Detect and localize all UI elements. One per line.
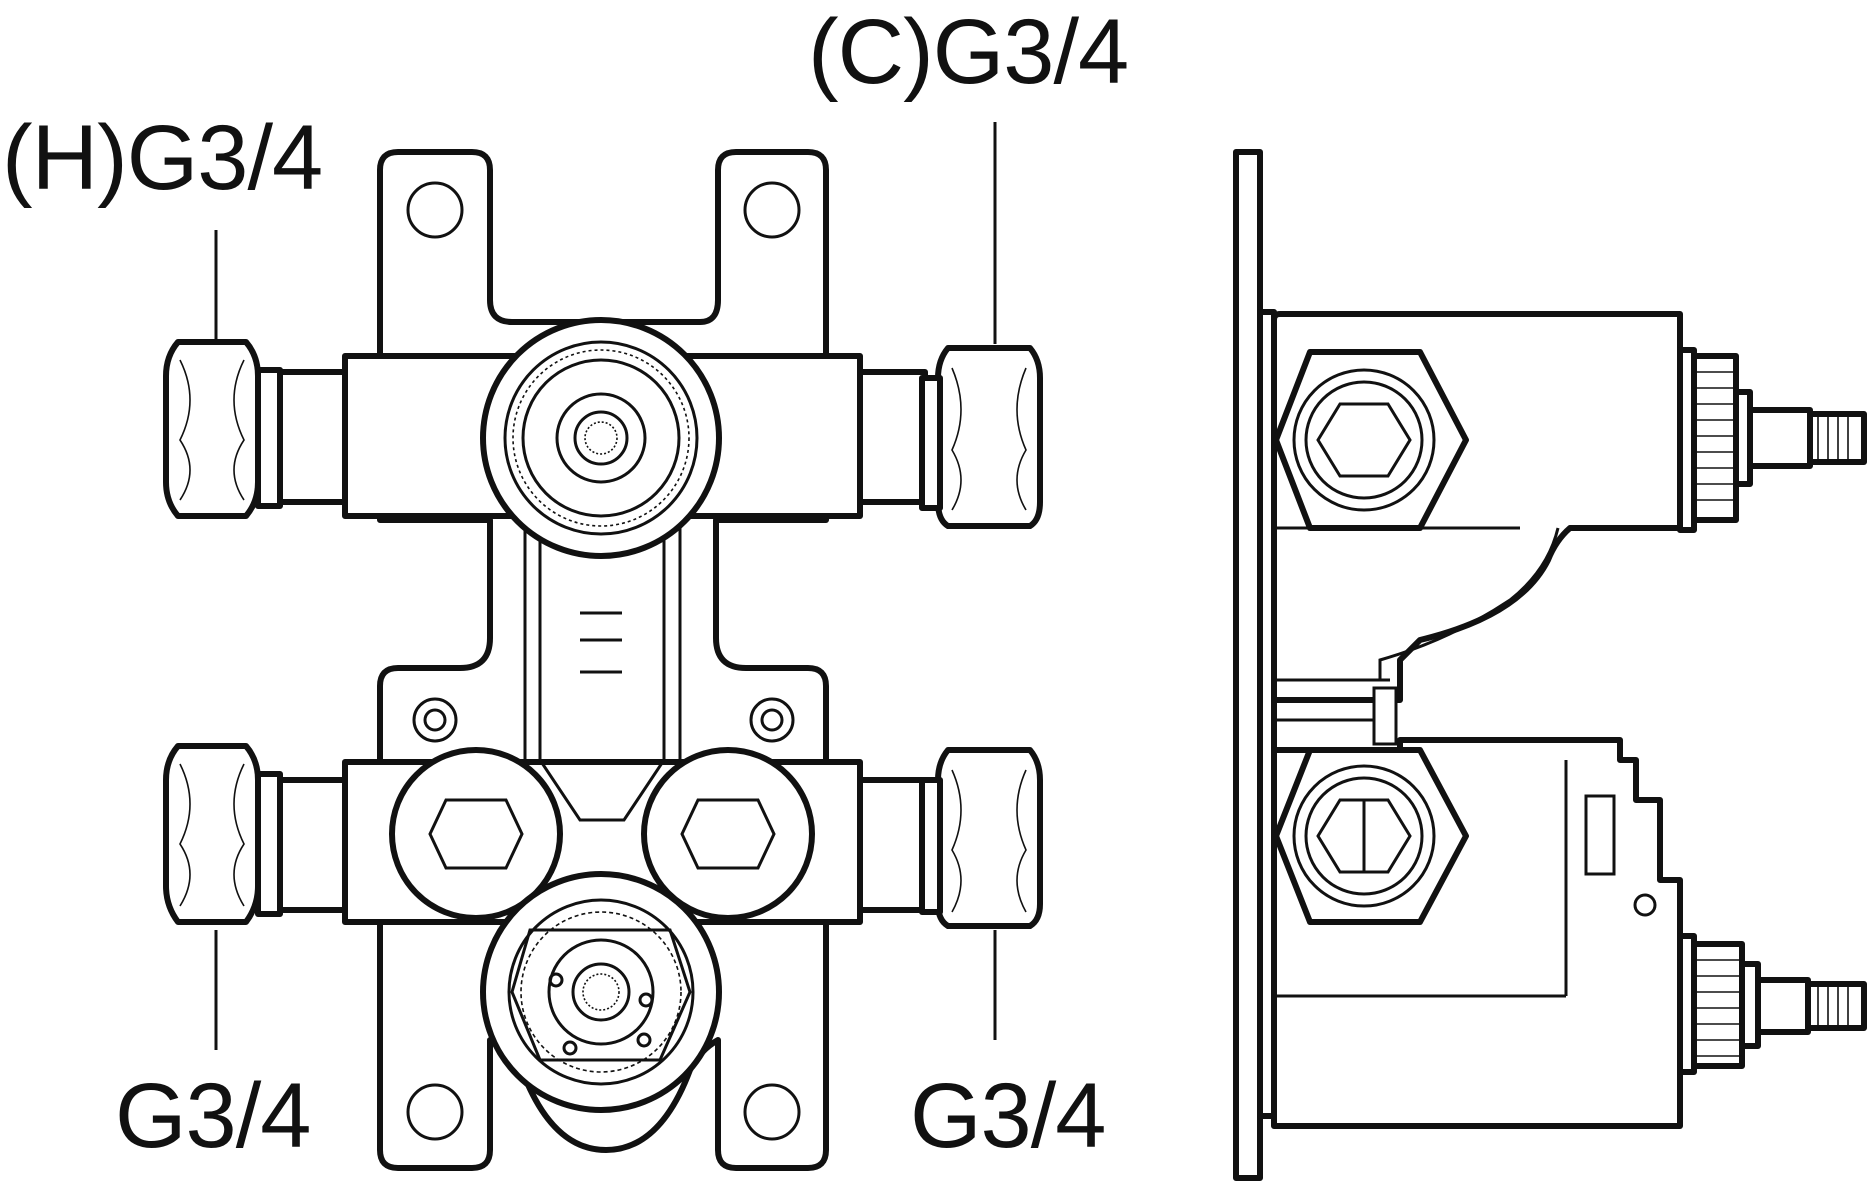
lower-cartridge-stem <box>571 962 631 1022</box>
upper-cartridge-housing <box>480 317 722 559</box>
lower-cartridge-screw <box>548 972 564 988</box>
side-clip <box>1372 686 1398 746</box>
label-outlet-right: G3/4 <box>910 1065 1106 1167</box>
lower-cartridge-housing <box>480 871 722 1113</box>
nut-hot-inlet <box>163 339 261 519</box>
lower-cartridge-splines <box>582 973 620 1011</box>
side-hot-nut-hex <box>1316 402 1412 478</box>
boss-left <box>389 747 563 921</box>
boss-right-hex <box>680 798 776 870</box>
side-upper-spline <box>1807 411 1867 465</box>
lower-cartridge-ring <box>507 898 695 1086</box>
upper-cartridge-hub <box>555 392 647 484</box>
mounting-hole-top-left <box>406 181 464 239</box>
side-hot-nut-inner <box>1304 380 1424 500</box>
boss-left-hex <box>428 798 524 870</box>
bolt-left <box>412 697 458 743</box>
nut-neck-outlet-left <box>255 771 283 917</box>
nut-neck-hot <box>255 367 283 509</box>
side-upper-contour <box>1378 527 1560 680</box>
mounting-hole-bottom-right <box>743 1083 801 1141</box>
plate-flange <box>1257 309 1277 1119</box>
upper-cartridge-ring <box>503 340 699 536</box>
side-lower-stem <box>1755 977 1811 1035</box>
upper-cartridge-stem <box>573 410 629 466</box>
side-lower-knurl <box>1691 941 1745 1069</box>
label-hot-inlet: (H)G3/4 <box>2 107 323 209</box>
lower-cartridge-screw <box>636 1032 652 1048</box>
side-view <box>1233 149 1867 1181</box>
lower-cartridge-gear <box>520 911 682 1073</box>
nut-neck-outlet-right <box>919 777 943 915</box>
side-upper-knurl <box>1691 353 1739 523</box>
nut-facets <box>179 763 245 907</box>
nut-facets <box>951 367 1027 511</box>
bolt-right-inner <box>760 708 784 732</box>
bolt-left-inner <box>423 708 447 732</box>
side-lower-screw <box>1633 893 1657 917</box>
center-channel <box>523 520 682 760</box>
side-cold-nut-inner <box>1304 776 1424 896</box>
nut-outlet-right <box>935 747 1043 929</box>
side-hot-nut-ring <box>1292 368 1436 512</box>
nut-cold-inlet <box>935 345 1043 529</box>
upper-cartridge-spline <box>512 349 690 527</box>
front-view <box>163 122 1043 1171</box>
boss-right <box>641 747 815 921</box>
side-upper-stem <box>1747 407 1813 469</box>
nut-facets <box>179 359 245 501</box>
bolt-right <box>749 697 795 743</box>
side-upper-knurl-lines <box>1694 371 1736 501</box>
side-lower-spline <box>1805 981 1867 1031</box>
lower-cartridge-hub <box>547 938 655 1046</box>
upper-cartridge-splines <box>584 421 618 455</box>
side-lower-spline-lines <box>1817 984 1849 1028</box>
nut-neck-cold <box>919 375 943 511</box>
lower-cartridge-polygon <box>510 928 692 1062</box>
side-lower-knurl-lines <box>1694 959 1742 1057</box>
side-upper-spline-lines <box>1817 414 1849 462</box>
side-lower-clip <box>1584 794 1616 876</box>
nut-outlet-left <box>163 743 261 925</box>
mounting-hole-bottom-left <box>406 1083 464 1141</box>
mounting-plate <box>1233 149 1263 1181</box>
lower-cartridge-screw <box>562 1040 578 1056</box>
nut-facets <box>951 769 1027 913</box>
label-cold-inlet: (C)G3/4 <box>808 1 1129 103</box>
mounting-hole-top-right <box>743 181 801 239</box>
label-outlet-left: G3/4 <box>115 1065 311 1167</box>
center-junction <box>538 759 666 822</box>
side-cold-nut-ring <box>1292 764 1436 908</box>
side-cold-nut-hex <box>1316 798 1412 874</box>
lower-cartridge-screw <box>638 992 654 1008</box>
upper-cartridge-inner <box>521 358 681 518</box>
